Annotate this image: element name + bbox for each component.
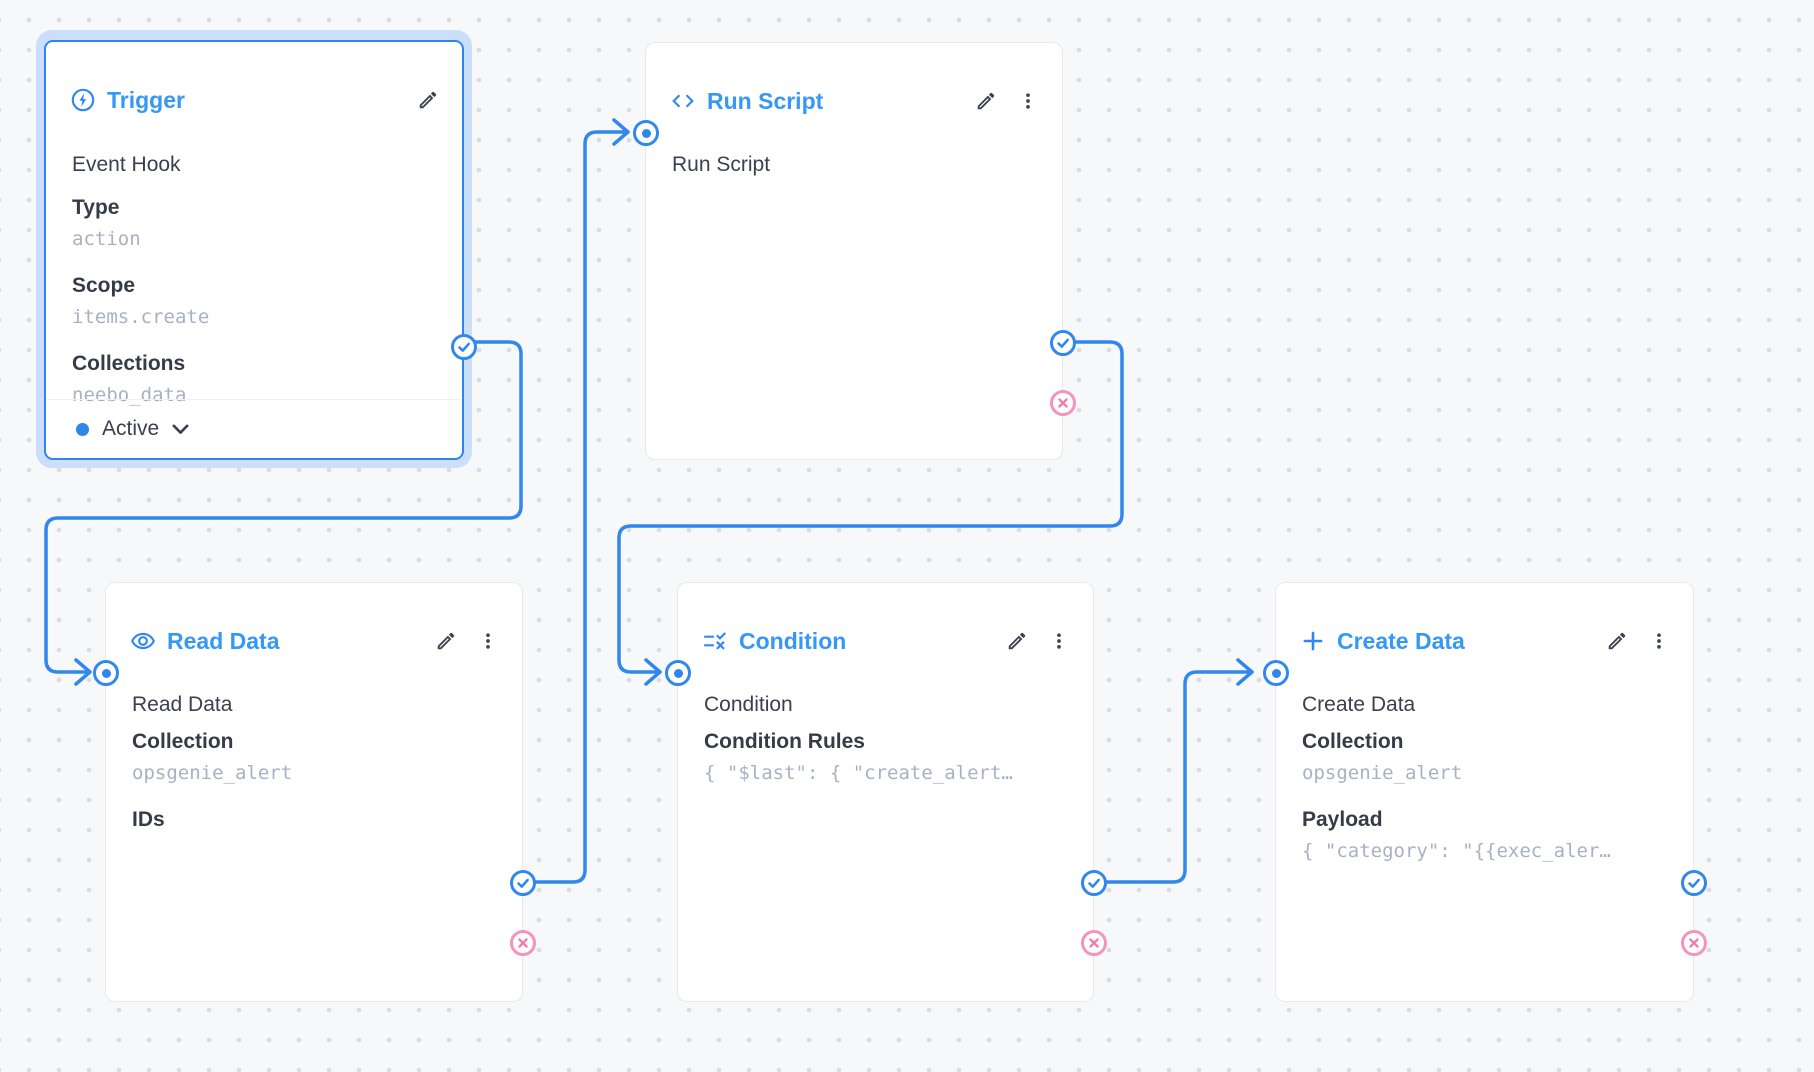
input-connector[interactable]: [93, 660, 119, 686]
edit-trigger-button[interactable]: [416, 88, 440, 112]
create-data-body: Create Data Collection opsgenie_alert Pa…: [1276, 690, 1693, 865]
input-label: Run Script: [672, 153, 771, 177]
node-title: Read Data: [167, 628, 280, 655]
trigger-body: Event Hook Type action Scope items.creat…: [46, 151, 462, 409]
edit-run-script-button[interactable]: [974, 89, 998, 113]
field-label: Collection: [132, 730, 234, 754]
input-label: Condition: [704, 693, 793, 717]
status-dot: [76, 422, 89, 436]
resolve-connector[interactable]: [1050, 330, 1076, 356]
pencil-icon: [977, 92, 995, 110]
x-circle-icon: [1089, 938, 1099, 948]
check-circle-icon: [517, 878, 529, 888]
dot-circle-icon: [673, 668, 683, 678]
read-data-menu-button[interactable]: [476, 629, 500, 653]
node-run-script[interactable]: Run Script Run Script: [633, 42, 1076, 460]
field-label: Payload: [1302, 808, 1383, 832]
edit-read-data-button[interactable]: [434, 629, 458, 653]
pencil-icon: [1608, 632, 1626, 650]
resolve-connector[interactable]: [510, 870, 536, 896]
x-circle-icon: [1689, 938, 1699, 948]
condition-body: Condition Condition Rules { "$last": { "…: [678, 690, 1093, 787]
create-data-header: Create Data: [1276, 583, 1693, 675]
pencil-icon: [1008, 632, 1026, 650]
field-label: Type: [72, 196, 120, 220]
run-script-card[interactable]: Run Script Run Script: [633, 42, 1076, 460]
read-data-body: Read Data Collection opsgenie_alert IDs: [106, 690, 522, 834]
reject-connector[interactable]: [1081, 930, 1107, 956]
field-value: opsgenie_alert: [132, 762, 293, 785]
edit-create-data-button[interactable]: [1605, 629, 1629, 653]
run-script-menu-button[interactable]: [1016, 89, 1040, 113]
run-script-body: Run Script: [646, 150, 1062, 180]
run-script-header: Run Script: [646, 43, 1062, 135]
dot-circle-icon: [1271, 668, 1281, 678]
resolve-connector[interactable]: [1081, 870, 1107, 896]
trigger-type-label: Event Hook: [72, 153, 181, 177]
check-circle-icon: [1688, 878, 1700, 888]
kebab-menu-icon: [1057, 633, 1061, 649]
bolt-circle-icon: [70, 87, 96, 113]
node-title: Run Script: [707, 88, 824, 115]
input-connector[interactable]: [633, 120, 659, 146]
input-connector[interactable]: [1263, 660, 1289, 686]
plus-icon: [1300, 628, 1326, 654]
node-title: Condition: [739, 628, 847, 655]
trigger-card[interactable]: Trigger Event Hook Type action Scope ite…: [44, 40, 477, 460]
field-value: action: [72, 228, 141, 251]
read-data-card[interactable]: Read Data Read Data: [93, 582, 536, 1002]
read-data-header: Read Data: [106, 583, 522, 675]
input-label: Create Data: [1302, 693, 1416, 717]
dot-circle-icon: [101, 668, 111, 678]
kebab-menu-icon: [486, 633, 490, 649]
condition-menu-button[interactable]: [1047, 629, 1071, 653]
edit-condition-button[interactable]: [1005, 629, 1029, 653]
reject-connector[interactable]: [1681, 930, 1707, 956]
node-condition[interactable]: Condition Condition: [665, 582, 1107, 1002]
chevron-down-icon: [172, 424, 189, 434]
field-label: Condition Rules: [704, 730, 865, 754]
resolve-connector[interactable]: [1681, 870, 1707, 896]
check-circle-icon: [1057, 338, 1069, 348]
input-label: Read Data: [132, 693, 233, 717]
code-icon: [670, 88, 696, 114]
dot-circle-icon: [641, 128, 651, 138]
field-label: Collection: [1302, 730, 1404, 754]
node-create-data[interactable]: Create Data Create Data: [1263, 582, 1707, 1002]
check-circle-icon: [1088, 878, 1100, 888]
x-circle-icon: [518, 938, 528, 948]
kebab-menu-icon: [1657, 633, 1661, 649]
reject-connector[interactable]: [1050, 390, 1076, 416]
status-label: Active: [102, 417, 160, 440]
x-circle-icon: [1058, 398, 1068, 408]
create-data-menu-button[interactable]: [1647, 629, 1671, 653]
field-label: IDs: [132, 808, 165, 832]
field-value: opsgenie_alert: [1302, 762, 1463, 785]
field-value: { "category": "{{exec_aler…: [1302, 840, 1611, 863]
kebab-menu-icon: [1026, 93, 1030, 109]
node-title: Trigger: [107, 87, 185, 114]
trigger-header: Trigger: [46, 42, 462, 134]
pencil-icon: [419, 91, 437, 109]
pencil-icon: [437, 632, 455, 650]
condition-card[interactable]: Condition Condition: [665, 582, 1107, 1002]
reject-connector[interactable]: [510, 930, 536, 956]
wire-condition-to-create-data: [1091, 658, 1254, 884]
node-title: Create Data: [1337, 628, 1465, 655]
field-value: { "$last": { "create_alert…: [704, 762, 1013, 785]
check-circle-icon: [458, 342, 470, 352]
rule-icon: [702, 628, 728, 654]
resolve-connector[interactable]: [451, 334, 477, 360]
node-read-data[interactable]: Read Data Read Data: [93, 582, 536, 1002]
field-label: Scope: [72, 274, 136, 298]
wire-read-data-to-run-script: [521, 118, 630, 884]
field-label: Collections: [72, 352, 186, 376]
condition-header: Condition: [678, 583, 1093, 675]
eye-icon: [130, 628, 156, 654]
create-data-card[interactable]: Create Data Create Data: [1263, 582, 1707, 1002]
field-value: items.create: [72, 306, 210, 329]
trigger-status-toggle[interactable]: Active: [46, 399, 462, 458]
input-connector[interactable]: [665, 660, 691, 686]
node-trigger[interactable]: Trigger Event Hook Type action Scope ite…: [36, 30, 477, 468]
